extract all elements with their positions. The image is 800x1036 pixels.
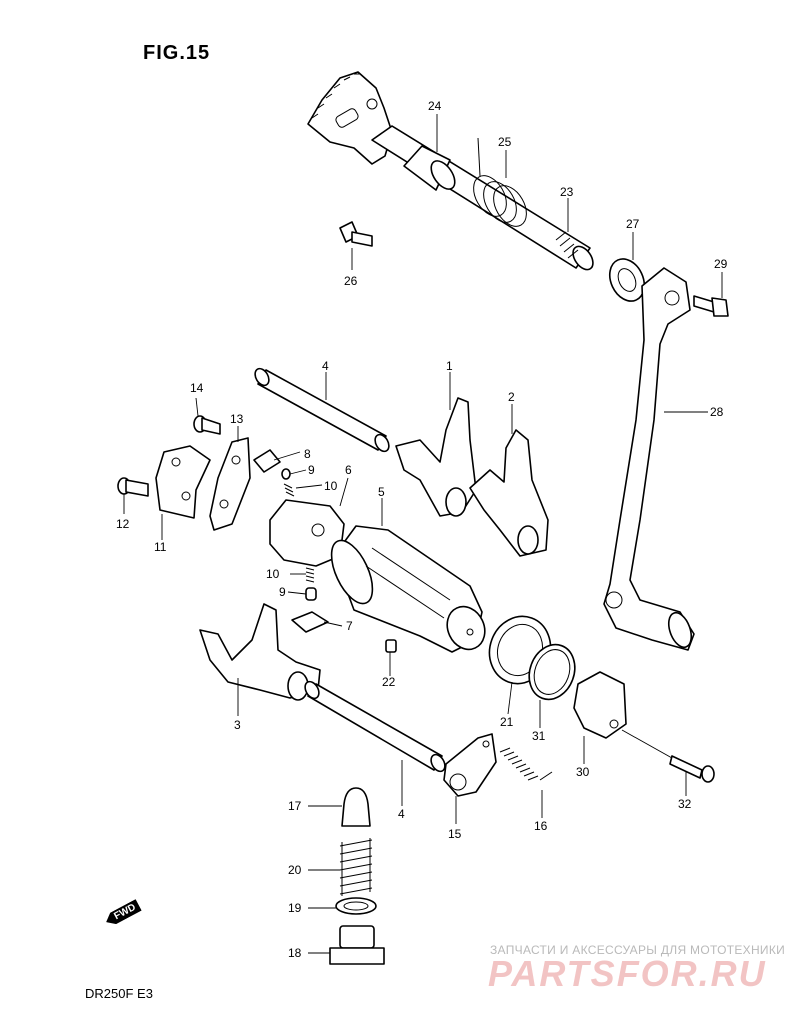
callout-24: 24 xyxy=(428,99,442,113)
plunger-17 xyxy=(341,787,371,827)
callout-3: 3 xyxy=(234,718,241,732)
callout-23: 23 xyxy=(560,185,574,199)
figure-title: FIG.15 xyxy=(143,42,211,64)
shift-fork-1 xyxy=(395,397,477,517)
screw-14 xyxy=(193,415,221,435)
spring-10-upper xyxy=(283,483,295,497)
screw-12 xyxy=(117,477,149,497)
pin-22 xyxy=(385,639,397,653)
callout-8: 8 xyxy=(304,447,311,461)
callout-2: 2 xyxy=(508,390,515,404)
watermark-caption: ЗАПЧАСТИ И АКСЕССУАРЫ ДЛЯ МОТОТЕХНИКИ xyxy=(490,943,786,957)
washer-19 xyxy=(335,897,377,915)
callout-30: 30 xyxy=(576,765,590,779)
o-ring-31 xyxy=(528,643,576,701)
callout-14: 14 xyxy=(190,381,204,395)
callout-10-upper: 10 xyxy=(324,479,338,493)
leader-lines xyxy=(123,114,723,954)
oil-seal-27 xyxy=(608,258,646,302)
callout-4-lower: 4 xyxy=(398,807,405,821)
shift-fork-shaft-4-lower xyxy=(304,680,446,773)
callout-labels: 24 25 23 26 27 29 28 4 1 2 14 13 12 11 8… xyxy=(116,99,728,960)
spring-10-lower xyxy=(305,567,315,583)
shift-fork-2 xyxy=(469,429,549,557)
callout-13: 13 xyxy=(230,412,244,426)
callout-22: 22 xyxy=(382,675,396,689)
stopper-8 xyxy=(253,449,281,473)
callout-12: 12 xyxy=(116,517,130,531)
callout-31: 31 xyxy=(532,729,546,743)
stopper-7 xyxy=(291,611,329,633)
callout-20: 20 xyxy=(288,863,302,877)
callout-19: 19 xyxy=(288,901,302,915)
model-label: DR250F E3 xyxy=(85,986,153,1001)
callout-16: 16 xyxy=(534,819,548,833)
plate-11 xyxy=(155,445,211,519)
callout-25: 25 xyxy=(498,135,512,149)
pin-9-lower xyxy=(305,587,317,601)
callout-9-upper: 9 xyxy=(308,463,315,477)
callout-11: 11 xyxy=(154,540,167,554)
callout-17: 17 xyxy=(288,799,302,813)
cam-plate-13 xyxy=(209,437,251,531)
callout-10-lower: 10 xyxy=(266,567,280,581)
spring-20 xyxy=(339,838,373,896)
spring-16 xyxy=(499,747,553,781)
shift-fork-3 xyxy=(199,603,321,701)
shift-fork-shaft-4-upper xyxy=(254,367,390,453)
callout-7: 7 xyxy=(346,619,353,633)
callout-21: 21 xyxy=(500,715,514,729)
callout-4-upper: 4 xyxy=(322,359,329,373)
callout-5: 5 xyxy=(378,485,385,499)
pin-9-upper xyxy=(281,468,291,480)
callout-27: 27 xyxy=(626,217,640,231)
callout-26: 26 xyxy=(344,274,358,288)
screw-32 xyxy=(669,755,715,783)
gearshift-lever-28 xyxy=(603,267,695,651)
callout-28: 28 xyxy=(710,405,724,419)
bolt-26 xyxy=(339,221,373,247)
gearshift-cam-5 xyxy=(330,525,486,653)
cam-guide-15 xyxy=(443,733,497,797)
bolt-29 xyxy=(693,295,729,317)
callout-1: 1 xyxy=(446,359,453,373)
watermark-logo: PARTSFOR.RU xyxy=(488,953,767,994)
callout-29: 29 xyxy=(714,257,728,271)
callout-15: 15 xyxy=(448,827,462,841)
cover-30 xyxy=(573,671,627,739)
callout-6: 6 xyxy=(345,463,352,477)
plug-18 xyxy=(329,925,385,965)
shift-shaft-assembly xyxy=(307,71,594,271)
callout-9-lower: 9 xyxy=(279,585,286,599)
callout-18: 18 xyxy=(288,946,302,960)
callout-32: 32 xyxy=(678,797,692,811)
